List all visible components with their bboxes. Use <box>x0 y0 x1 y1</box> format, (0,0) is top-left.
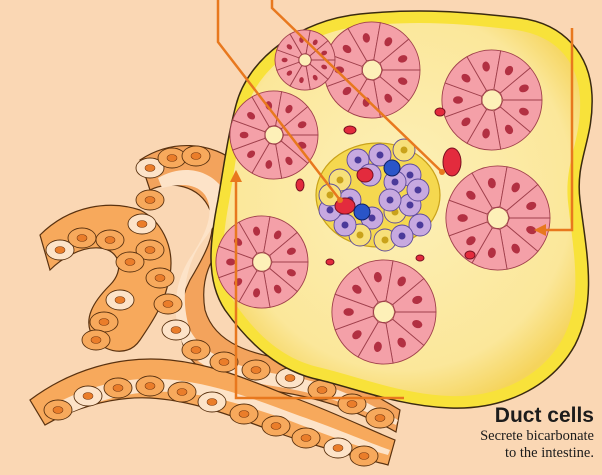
duct-cell-nucleus <box>375 415 385 422</box>
duct-cell-nucleus <box>99 319 109 326</box>
duct-cell-nucleus <box>177 389 187 396</box>
acinar-nucleus <box>457 214 467 222</box>
acinus <box>442 50 542 150</box>
acinar-nucleus <box>240 132 249 139</box>
duct-cell-nucleus <box>83 393 93 400</box>
islet-blue-cell <box>384 160 400 176</box>
islet-cell-nucleus <box>327 192 334 199</box>
duct-cell-nucleus <box>359 453 369 460</box>
duct-cells-description-line2: to the intestine. <box>480 445 594 462</box>
duct-cell-nucleus <box>191 153 201 160</box>
islet-cell-nucleus <box>342 222 349 229</box>
capillary <box>465 251 475 259</box>
duct-cell-nucleus <box>167 155 177 162</box>
acinus <box>332 260 436 364</box>
acinar-nucleus <box>226 259 235 266</box>
islet-blue-cell <box>354 204 370 220</box>
capillary <box>296 179 304 191</box>
duct-cell-nucleus <box>91 337 101 344</box>
duct-cell-nucleus <box>145 383 155 390</box>
islet-cell-nucleus <box>387 197 394 204</box>
acinar-nucleus <box>453 96 463 104</box>
duct-cell-nucleus <box>191 347 201 354</box>
islet-cell-nucleus <box>377 152 384 159</box>
duct-cell-nucleus <box>145 197 155 204</box>
islet-cell-nucleus <box>382 237 389 244</box>
duct-cell-nucleus <box>285 375 295 382</box>
duct-cell-nucleus <box>105 237 115 244</box>
acinus-lumen <box>482 90 502 110</box>
acinus-lumen <box>253 253 271 271</box>
duct-cell-nucleus <box>53 407 63 414</box>
duct-cell-nucleus <box>301 435 311 442</box>
duct-cell-nucleus <box>55 247 65 254</box>
pointer-end-middle <box>439 169 445 175</box>
acinus <box>446 166 550 270</box>
acinus-lumen <box>265 126 282 143</box>
duct-cell-nucleus <box>77 235 87 242</box>
duct-cell-nucleus <box>333 445 343 452</box>
duct-cell-nucleus <box>271 423 281 430</box>
duct-cell-nucleus <box>113 385 123 392</box>
islet-cell-nucleus <box>401 147 408 154</box>
duct-cell-nucleus <box>163 301 173 308</box>
islet-cell-nucleus <box>399 233 406 240</box>
islet-cell-nucleus <box>417 222 424 229</box>
islet-cell-nucleus <box>337 177 344 184</box>
duct-cell-nucleus <box>115 297 125 304</box>
duct-cells-title: Duct cells <box>480 404 594 428</box>
acinar-nucleus <box>343 308 353 316</box>
capillary <box>326 259 334 265</box>
acinar-nucleus <box>282 58 288 63</box>
capillary <box>443 148 461 176</box>
islet-cell-nucleus <box>407 202 414 209</box>
duct-cell-nucleus <box>239 411 249 418</box>
islet-cell-nucleus <box>357 232 364 239</box>
islet-capillary <box>357 168 373 182</box>
capillary <box>416 255 424 261</box>
duct-cell-nucleus <box>171 327 181 334</box>
acinus-lumen <box>299 54 311 66</box>
duct-cell-nucleus <box>137 221 147 228</box>
islet-cell-nucleus <box>407 172 414 179</box>
duct-cell-nucleus <box>145 165 155 172</box>
duct-cells-label: Duct cells Secrete bicarbonate to the in… <box>480 404 594 462</box>
duct-cell-nucleus <box>347 401 357 408</box>
duct-cell-nucleus <box>125 259 135 266</box>
duct-cell-nucleus <box>155 275 165 282</box>
acinus <box>216 216 308 308</box>
islet-cell-nucleus <box>392 179 399 186</box>
duct-cell-nucleus <box>251 367 261 374</box>
islet-cell-nucleus <box>327 207 334 214</box>
acinus <box>230 91 318 179</box>
duct-cell-nucleus <box>317 387 327 394</box>
acinus-lumen <box>362 60 381 79</box>
capillary <box>344 126 356 134</box>
duct-cell-nucleus <box>219 359 229 366</box>
acinus-lumen <box>374 302 395 323</box>
islet-cell-nucleus <box>415 187 422 194</box>
acinar-lobule <box>211 11 592 408</box>
duct-cell-nucleus <box>145 247 155 254</box>
duct-cell-nucleus <box>207 399 217 406</box>
duct-cells-description-line1: Secrete bicarbonate <box>480 428 594 445</box>
capillary <box>435 108 445 116</box>
islet-cell-nucleus <box>355 157 362 164</box>
acinus-lumen <box>488 208 509 229</box>
pointer-end-left <box>337 197 343 203</box>
